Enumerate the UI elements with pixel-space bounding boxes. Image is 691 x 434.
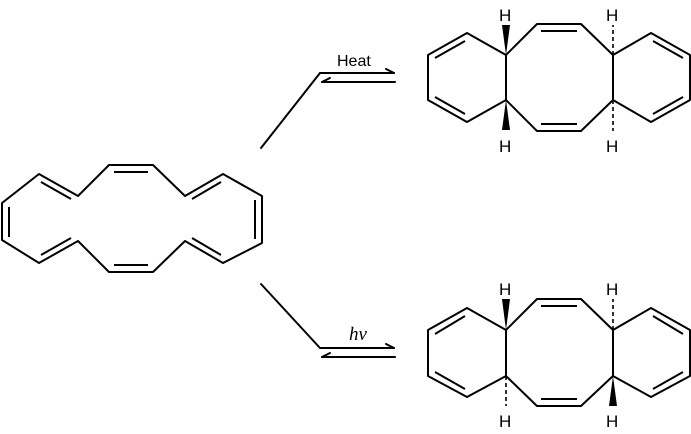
wedge-bond	[609, 376, 617, 406]
h-atom-label: H	[606, 6, 618, 25]
wedge-bond	[502, 25, 510, 55]
h-atom-label: H	[499, 137, 511, 156]
wedge-bond	[502, 299, 510, 330]
wedge-bond	[502, 100, 510, 130]
product-top-heat: H H H H	[427, 6, 691, 156]
hv-label: hν	[349, 324, 368, 345]
product-bottom-hv: H H H H	[427, 280, 691, 431]
heat-equilibrium-arrow: Heat	[260, 53, 396, 149]
heat-label: Heat	[337, 53, 371, 70]
h-atom-label: H	[499, 412, 511, 431]
reactant-macrocycle	[1, 164, 263, 273]
h-atom-label: H	[606, 412, 618, 431]
h-atom-label: H	[606, 137, 618, 156]
hv-equilibrium-arrow: hν	[260, 283, 396, 358]
h-atom-label: H	[606, 280, 618, 299]
h-atom-label: H	[499, 6, 511, 25]
h-atom-label: H	[499, 280, 511, 299]
